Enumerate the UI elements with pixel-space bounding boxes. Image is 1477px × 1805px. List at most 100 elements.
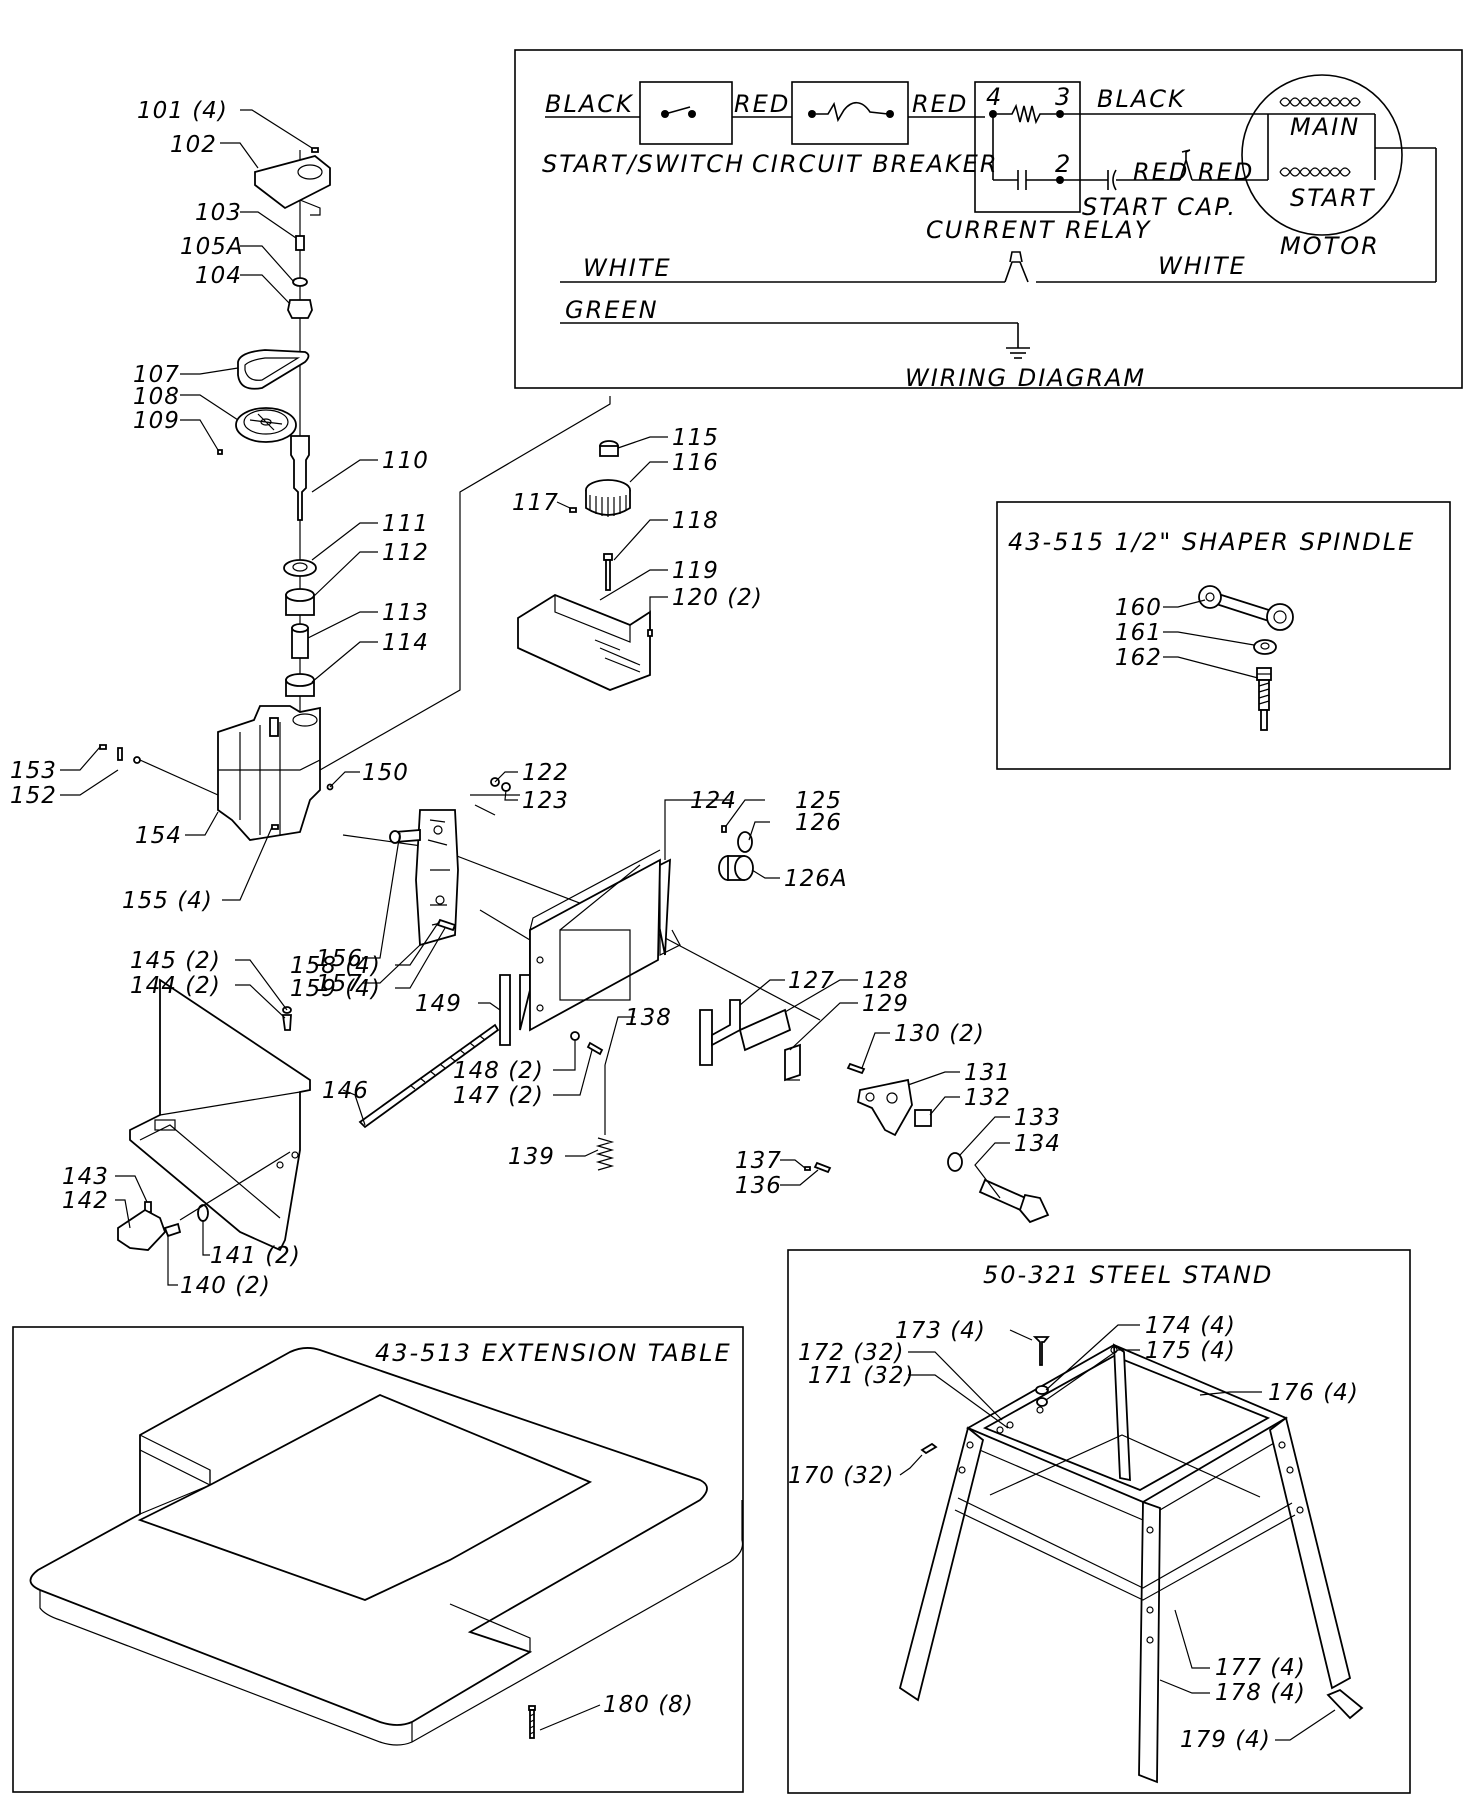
circuit-breaker-box [791,81,909,145]
part-137: 137 [735,1148,782,1174]
part-170: 170 (32) [788,1463,894,1489]
label-black-out: BLACK [1097,85,1186,113]
nut-161 [1253,639,1277,655]
part-127: 127 [788,968,835,994]
part-154: 154 [135,823,182,849]
part-143: 143 [62,1164,109,1190]
label-motor: MOTOR [1280,232,1380,260]
part-175: 175 (4) [1145,1338,1236,1364]
part-116: 116 [672,450,719,476]
stand-frame [787,1249,1411,1794]
part-147: 147 (2) [453,1083,544,1109]
part-140: 140 (2) [180,1273,271,1299]
screw-180 [528,1705,536,1739]
part-104: 104 [195,263,242,289]
part-128: 128 [862,968,909,994]
extension-frame [12,1326,744,1793]
extension-title: 43-513 EXTENSION TABLE [375,1339,732,1367]
label-white-1: WHITE [583,254,672,282]
spindle-title: 43-515 1/2" SHAPER SPINDLE [1008,528,1415,556]
part-105a: 105A [180,234,244,260]
label-white-2: WHITE [1158,252,1247,280]
part-152: 152 [10,783,57,809]
part-174: 174 (4) [1145,1313,1236,1339]
part-142: 142 [62,1188,109,1214]
part-138: 138 [625,1005,672,1031]
spindle-frame [996,501,1451,770]
label-start-winding: START [1290,184,1376,212]
part-148: 148 (2) [453,1058,544,1084]
part-114: 114 [382,630,429,656]
part-178: 178 (4) [1215,1680,1306,1706]
part-161: 161 [1115,620,1162,646]
stand-title: 50-321 STEEL STAND [983,1261,1273,1289]
part-139: 139 [508,1144,555,1170]
part-109: 109 [133,408,180,434]
part-180: 180 (8) [603,1692,694,1718]
part-150: 150 [362,760,409,786]
part-176: 176 (4) [1268,1380,1359,1406]
label-start-switch: START/SWITCH [542,150,745,178]
part-103: 103 [195,200,242,226]
part-120: 120 (2) [672,585,763,611]
steel-stand-box: 50-321 STEEL STAND [787,1249,1411,1794]
part-108: 108 [133,384,180,410]
current-relay-box [974,81,1081,213]
part-113: 113 [382,600,429,626]
part-149: 149 [415,991,462,1017]
label-term-2: 2 [1055,150,1072,178]
part-118: 118 [672,508,719,534]
spindle-162 [1256,667,1272,731]
label-start-cap: START CAP. [1082,193,1237,221]
part-136: 136 [735,1173,782,1199]
label-red-1: RED [734,90,790,118]
shaper-spindle-box: 43-515 1/2" SHAPER SPINDLE 160 161 162 [996,501,1451,770]
part-129: 129 [862,991,909,1017]
part-179: 179 (4) [1180,1727,1271,1753]
part-171: 171 (32) [808,1363,914,1389]
part-156: 156 [316,946,363,972]
part-172: 172 (32) [798,1340,904,1366]
part-115: 115 [672,425,719,451]
label-red-4: RED [1198,158,1254,186]
label-circuit-breaker: CIRCUIT BREAKER [752,150,999,178]
wiring-frame [514,49,1463,389]
wiring-diagram: BLACK START/SWITCH RED CIRCUIT BREAKER R… [514,49,1463,392]
part-126: 126 [795,810,842,836]
part-107: 107 [133,362,180,388]
motor-circle [1241,74,1403,236]
part-145: 145 (2) [130,948,221,974]
main-labels: 101 (4) 102 103 105A 104 107 108 109 110… [10,98,1061,1299]
part-125: 125 [795,788,842,814]
main-leaders [60,109,1010,1286]
main-exploded-view [99,147,1050,1252]
part-157: 157 [316,971,363,997]
label-current-relay: CURRENT RELAY [926,216,1152,244]
part-124: 124 [690,788,737,814]
label-black-in: BLACK [545,90,634,118]
part-153: 153 [10,758,57,784]
wiring-title: WIRING DIAGRAM [905,364,1146,392]
part-122: 122 [522,760,569,786]
extension-table [29,1347,744,1746]
label-green: GREEN [565,296,659,324]
part-101: 101 (4) [137,98,228,124]
part-158: 158 (4) [290,953,381,979]
steel-stand [898,1336,1364,1784]
part-162: 162 [1115,645,1162,671]
part-173: 173 (4) [895,1318,986,1344]
part-160: 160 [1115,595,1162,621]
part-133: 133 [1014,1105,1061,1131]
part-159: 159 (4) [290,976,381,1002]
label-term-4: 4 [986,83,1003,111]
start-switch-box [639,81,733,145]
part-119: 119 [672,558,719,584]
part-102: 102 [170,132,217,158]
part-146: 146 [322,1078,369,1104]
part-141: 141 (2) [210,1243,301,1269]
part-123: 123 [522,788,569,814]
label-main-winding: MAIN [1290,113,1360,141]
part-132: 132 [964,1085,1011,1111]
part-177: 177 (4) [1215,1655,1306,1681]
part-110: 110 [382,448,429,474]
